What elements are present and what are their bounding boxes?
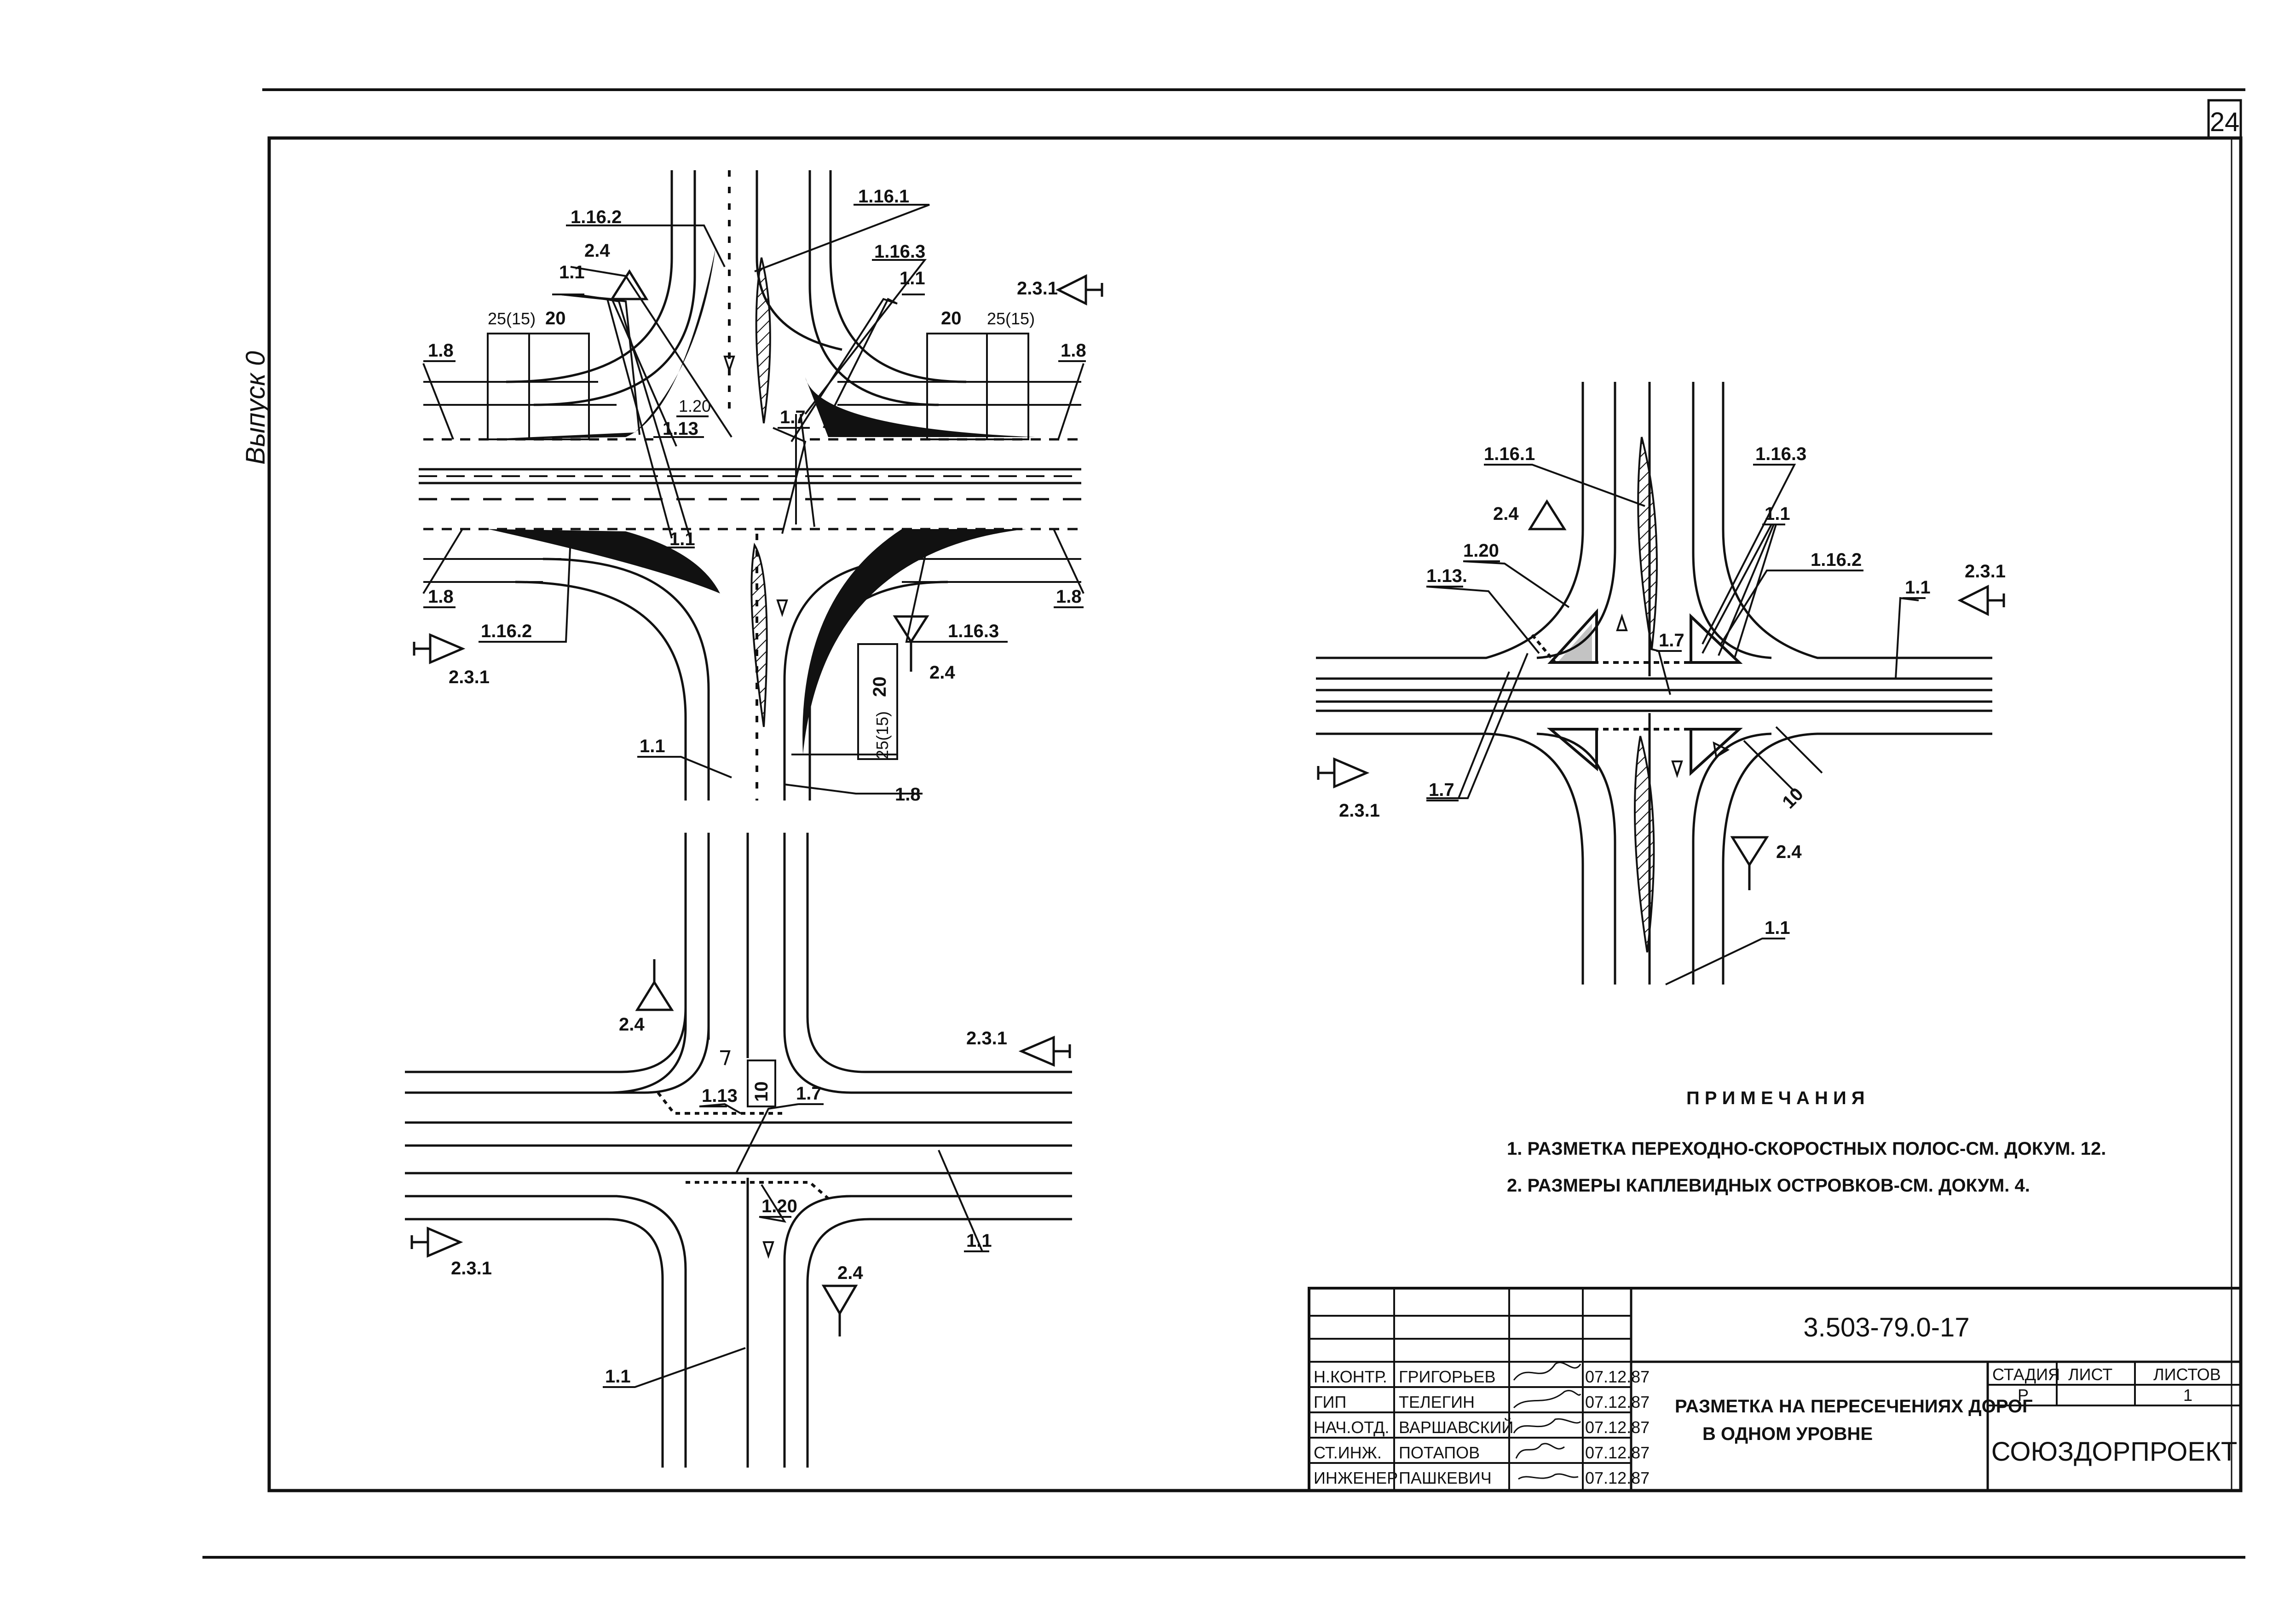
dim-25-15: 25(15) [873,711,892,759]
label-1-1: 1.1 [966,1231,992,1251]
label-1-16-2: 1.16.2 [481,621,532,641]
tb-date: 07.12.87 [1585,1418,1650,1437]
label-1-7: 1.7 [780,407,806,427]
tb-sheets-header: ЛИСТОВ [2153,1365,2221,1384]
label-1-1: 1.1 [900,268,925,288]
issue-label: Выпуск 0 [241,351,271,465]
sheet-number: 24 [2210,107,2240,137]
label-1-20: 1.20 [1463,541,1499,561]
tb-role: НАЧ.ОТД. [1314,1418,1389,1437]
tb-name: ВАРШАВСКИЙ [1399,1417,1513,1437]
intersection-plan-1 [413,170,1103,800]
label-sign-2-4: 2.4 [619,1014,645,1035]
note-item: 1. РАЗМЕТКА ПЕРЕХОДНО-СКОРОСТНЫХ ПОЛОС-С… [1507,1139,2106,1159]
label-1-20: 1.20 [679,397,711,415]
plan-1-labels: 1.16.1 1.16.2 1.16.3 2.4 1.1 1.1 2.3.1 2… [428,186,1086,805]
tb-name: ПАШКЕВИЧ [1399,1469,1492,1487]
label-1-13: 1.13 [663,419,698,439]
label-1-1: 1.1 [1905,577,1931,598]
dim-10: 10 [751,1082,772,1102]
label-1-1: 1.1 [605,1366,631,1387]
label-sign-2-4: 2.4 [837,1263,863,1283]
label-sign-2-4: 2.4 [1493,504,1519,524]
doc-title-line2: В ОДНОМ УРОВНЕ [1702,1424,1873,1444]
label-1-16-2: 1.16.2 [1811,550,1862,570]
label-sign-2-3-1: 2.3.1 [1965,561,2006,582]
label-1-16-2: 1.16.2 [571,207,622,227]
label-1-16-3: 1.16.3 [874,242,925,262]
tb-date: 07.12.87 [1585,1443,1650,1462]
plan-2-labels: 2.4 2.3.1 1.13 1.7 10 1.20 2.3.1 2.4 1.1… [451,1014,1007,1387]
label-1-8: 1.8 [1061,340,1086,361]
tb-sheet-header: ЛИСТ [2068,1365,2112,1384]
label-sign-2-3-1: 2.3.1 [449,667,490,687]
dim-25-15: 25(15) [488,309,536,328]
intersection-plan-3 [1316,382,2005,985]
label-1-16-3: 1.16.3 [1755,444,1806,464]
notes-title: П Р И М Е Ч А Н И Я [1686,1088,1865,1108]
label-sign-2-4: 2.4 [1776,842,1802,862]
label-1-7: 1.7 [1429,780,1454,800]
tb-role: ИНЖЕНЕР [1314,1469,1398,1487]
org-name: СОЮЗДОРПРОЕКТ [1991,1437,2238,1467]
doc-title-line1: РАЗМЕТКА НА ПЕРЕСЕЧЕНИЯХ ДОРОГ [1675,1396,2033,1417]
label-sign-2-3-1: 2.3.1 [451,1258,492,1278]
tb-stage: Р [2018,1386,2029,1405]
doc-code: 3.503-79.0-17 [1803,1313,1969,1342]
label-1-7: 1.7 [796,1083,822,1104]
intersection-plan-2 [405,833,1072,1468]
sheet-frame [202,88,2245,1559]
tb-name: ГРИГОРЬЕВ [1399,1367,1496,1386]
notes: П Р И М Е Ч А Н И Я 1. РАЗМЕТКА ПЕРЕХОДН… [1507,1088,2106,1196]
dim-25-15: 25(15) [987,309,1035,328]
label-1-8: 1.8 [428,587,454,607]
tb-stage-header: СТАДИЯ [1992,1365,2060,1384]
label-1-13: 1.13. [1426,566,1467,586]
title-block-text: Н.КОНТР. ГРИГОРЬЕВ 07.12.87 ГИП ТЕЛЕГИН … [1314,1313,2237,1487]
label-1-7: 1.7 [1659,630,1684,651]
tb-date: 07.12.87 [1585,1469,1650,1487]
plan-3-labels: 1.16.1 1.16.3 2.4 1.1 1.20 1.16.2 2.3.1 … [1339,444,2006,938]
label-1-1: 1.1 [640,736,665,756]
tb-role: СТ.ИНЖ. [1314,1443,1382,1462]
label-sign-2-4: 2.4 [584,241,610,261]
tb-name: ПОТАПОВ [1399,1443,1480,1462]
note-item: 2. РАЗМЕРЫ КАПЛЕВИДНЫХ ОСТРОВКОВ-СМ. ДОК… [1507,1175,2030,1196]
label-1-8: 1.8 [895,784,921,805]
tb-name: ТЕЛЕГИН [1399,1393,1475,1411]
label-sign-2-3-1: 2.3.1 [1339,800,1380,821]
label-1-16-1: 1.16.1 [858,186,909,207]
label-1-13: 1.13 [702,1086,738,1106]
label-sign-2-3-1: 2.3.1 [966,1028,1007,1048]
label-1-1: 1.1 [669,529,695,549]
tb-date: 07.12.87 [1585,1367,1650,1386]
dim-10: 10 [1778,784,1807,813]
label-1-8: 1.8 [1056,587,1082,607]
label-1-1: 1.1 [559,262,585,282]
label-1-8: 1.8 [428,340,454,361]
label-1-1: 1.1 [1765,918,1790,938]
label-1-16-1: 1.16.1 [1484,444,1535,464]
tb-role: Н.КОНТР. [1314,1367,1387,1386]
tb-role: ГИП [1314,1393,1346,1411]
label-1-20: 1.20 [761,1196,797,1216]
dim-20: 20 [545,308,566,328]
tb-date: 07.12.87 [1585,1393,1650,1411]
tb-sheets: 1 [2183,1386,2192,1405]
label-1-16-3: 1.16.3 [948,621,999,641]
label-sign-2-3-1: 2.3.1 [1017,278,1058,299]
label-1-1: 1.1 [1765,504,1790,524]
label-sign-2-4: 2.4 [929,662,955,683]
dim-20: 20 [941,308,962,328]
title-block [1308,1287,2242,1492]
dim-20: 20 [870,677,890,697]
